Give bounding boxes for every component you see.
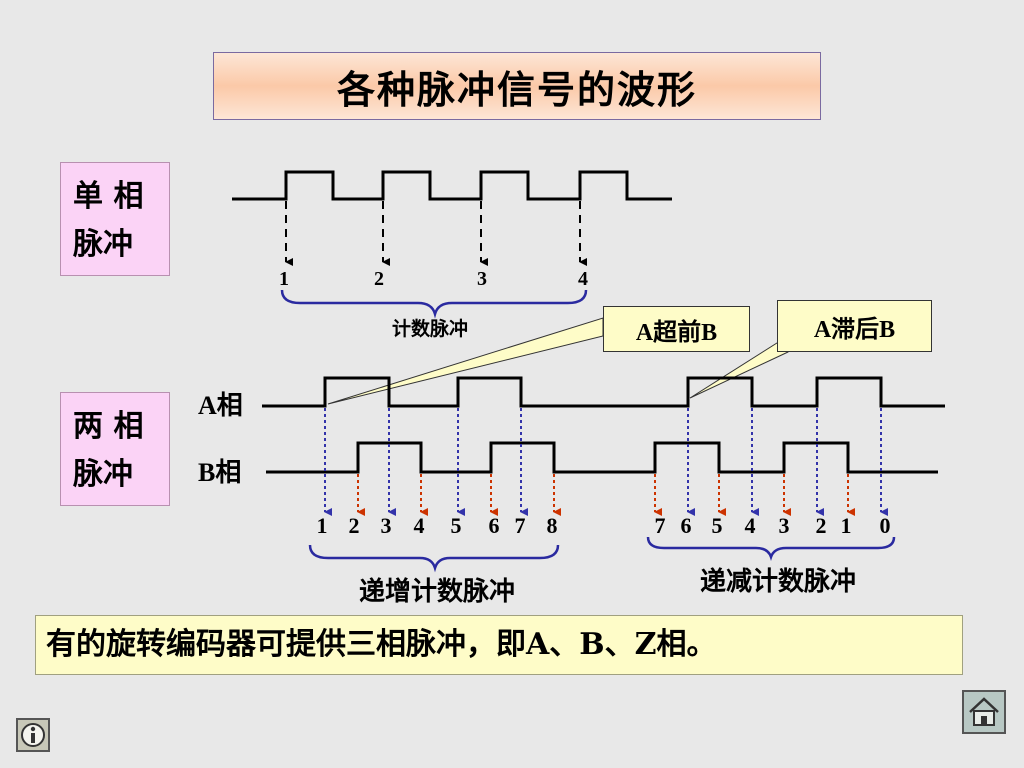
callout-a-lags-b-text: A滞后B (813, 316, 896, 343)
single-count-1: 1 (279, 268, 289, 290)
phase-b-label: B相 (198, 458, 241, 487)
up-count-4: 4 (414, 513, 425, 538)
note-box: 有的旋转编码器可提供三相脉冲，即A、B、Z相。 (35, 615, 963, 675)
two-phase-label-line2: 脉冲 (73, 457, 133, 492)
up-count-3: 3 (381, 513, 392, 538)
down-count-brace (646, 536, 896, 561)
up-count-brace (308, 544, 560, 573)
home-icon (969, 697, 999, 726)
info-icon (21, 723, 45, 747)
callout-a-leads-b-text: A超前B (635, 319, 718, 346)
down-count-7: 7 (655, 513, 666, 538)
down-count-0: 0 (880, 513, 891, 538)
down-count-3: 3 (779, 513, 790, 538)
single-count-4: 4 (578, 268, 588, 290)
page-title-text: 各种脉冲信号的波形 (336, 66, 697, 112)
down-count-1: 1 (841, 513, 852, 538)
single-count-2: 2 (374, 268, 384, 290)
down-count-label: 递减计数脉冲 (700, 566, 856, 597)
note-text: 有的旋转编码器可提供三相脉冲，即A、B、Z相。 (46, 627, 717, 662)
single-count-3: 3 (477, 268, 487, 290)
up-count-1: 1 (317, 513, 328, 538)
up-count-arrows (324, 408, 561, 516)
phase-a-label: A相 (198, 391, 243, 420)
single-phase-brace (280, 289, 588, 319)
down-count-4: 4 (745, 513, 756, 538)
phase-a-waveform (262, 376, 945, 408)
down-count-6: 6 (681, 513, 692, 538)
single-phase-label-line2: 脉冲 (73, 227, 133, 262)
home-button[interactable] (962, 690, 1006, 734)
single-brace-label: 计数脉冲 (392, 317, 468, 340)
up-count-7: 7 (515, 513, 526, 538)
single-phase-label: 单 相 脉冲 (60, 162, 170, 276)
single-phase-label-line1: 单 相 (73, 179, 144, 214)
up-count-5: 5 (451, 513, 462, 538)
down-count-2: 2 (816, 513, 827, 538)
up-count-2: 2 (349, 513, 360, 538)
phase-b-waveform (266, 441, 938, 474)
down-count-5: 5 (712, 513, 723, 538)
info-button[interactable] (16, 718, 50, 752)
callout-a-lags-b: A滞后B (777, 300, 932, 352)
up-count-8: 8 (547, 513, 558, 538)
single-phase-arrows (285, 201, 587, 266)
up-count-label: 递增计数脉冲 (359, 576, 515, 607)
down-count-arrows (654, 408, 888, 516)
callout-a-leads-b: A超前B (603, 306, 750, 352)
up-count-6: 6 (489, 513, 500, 538)
two-phase-label-line1: 两 相 (73, 409, 144, 444)
single-phase-waveform (232, 170, 672, 201)
two-phase-label: 两 相 脉冲 (60, 392, 170, 506)
page-title: 各种脉冲信号的波形 (213, 52, 821, 120)
